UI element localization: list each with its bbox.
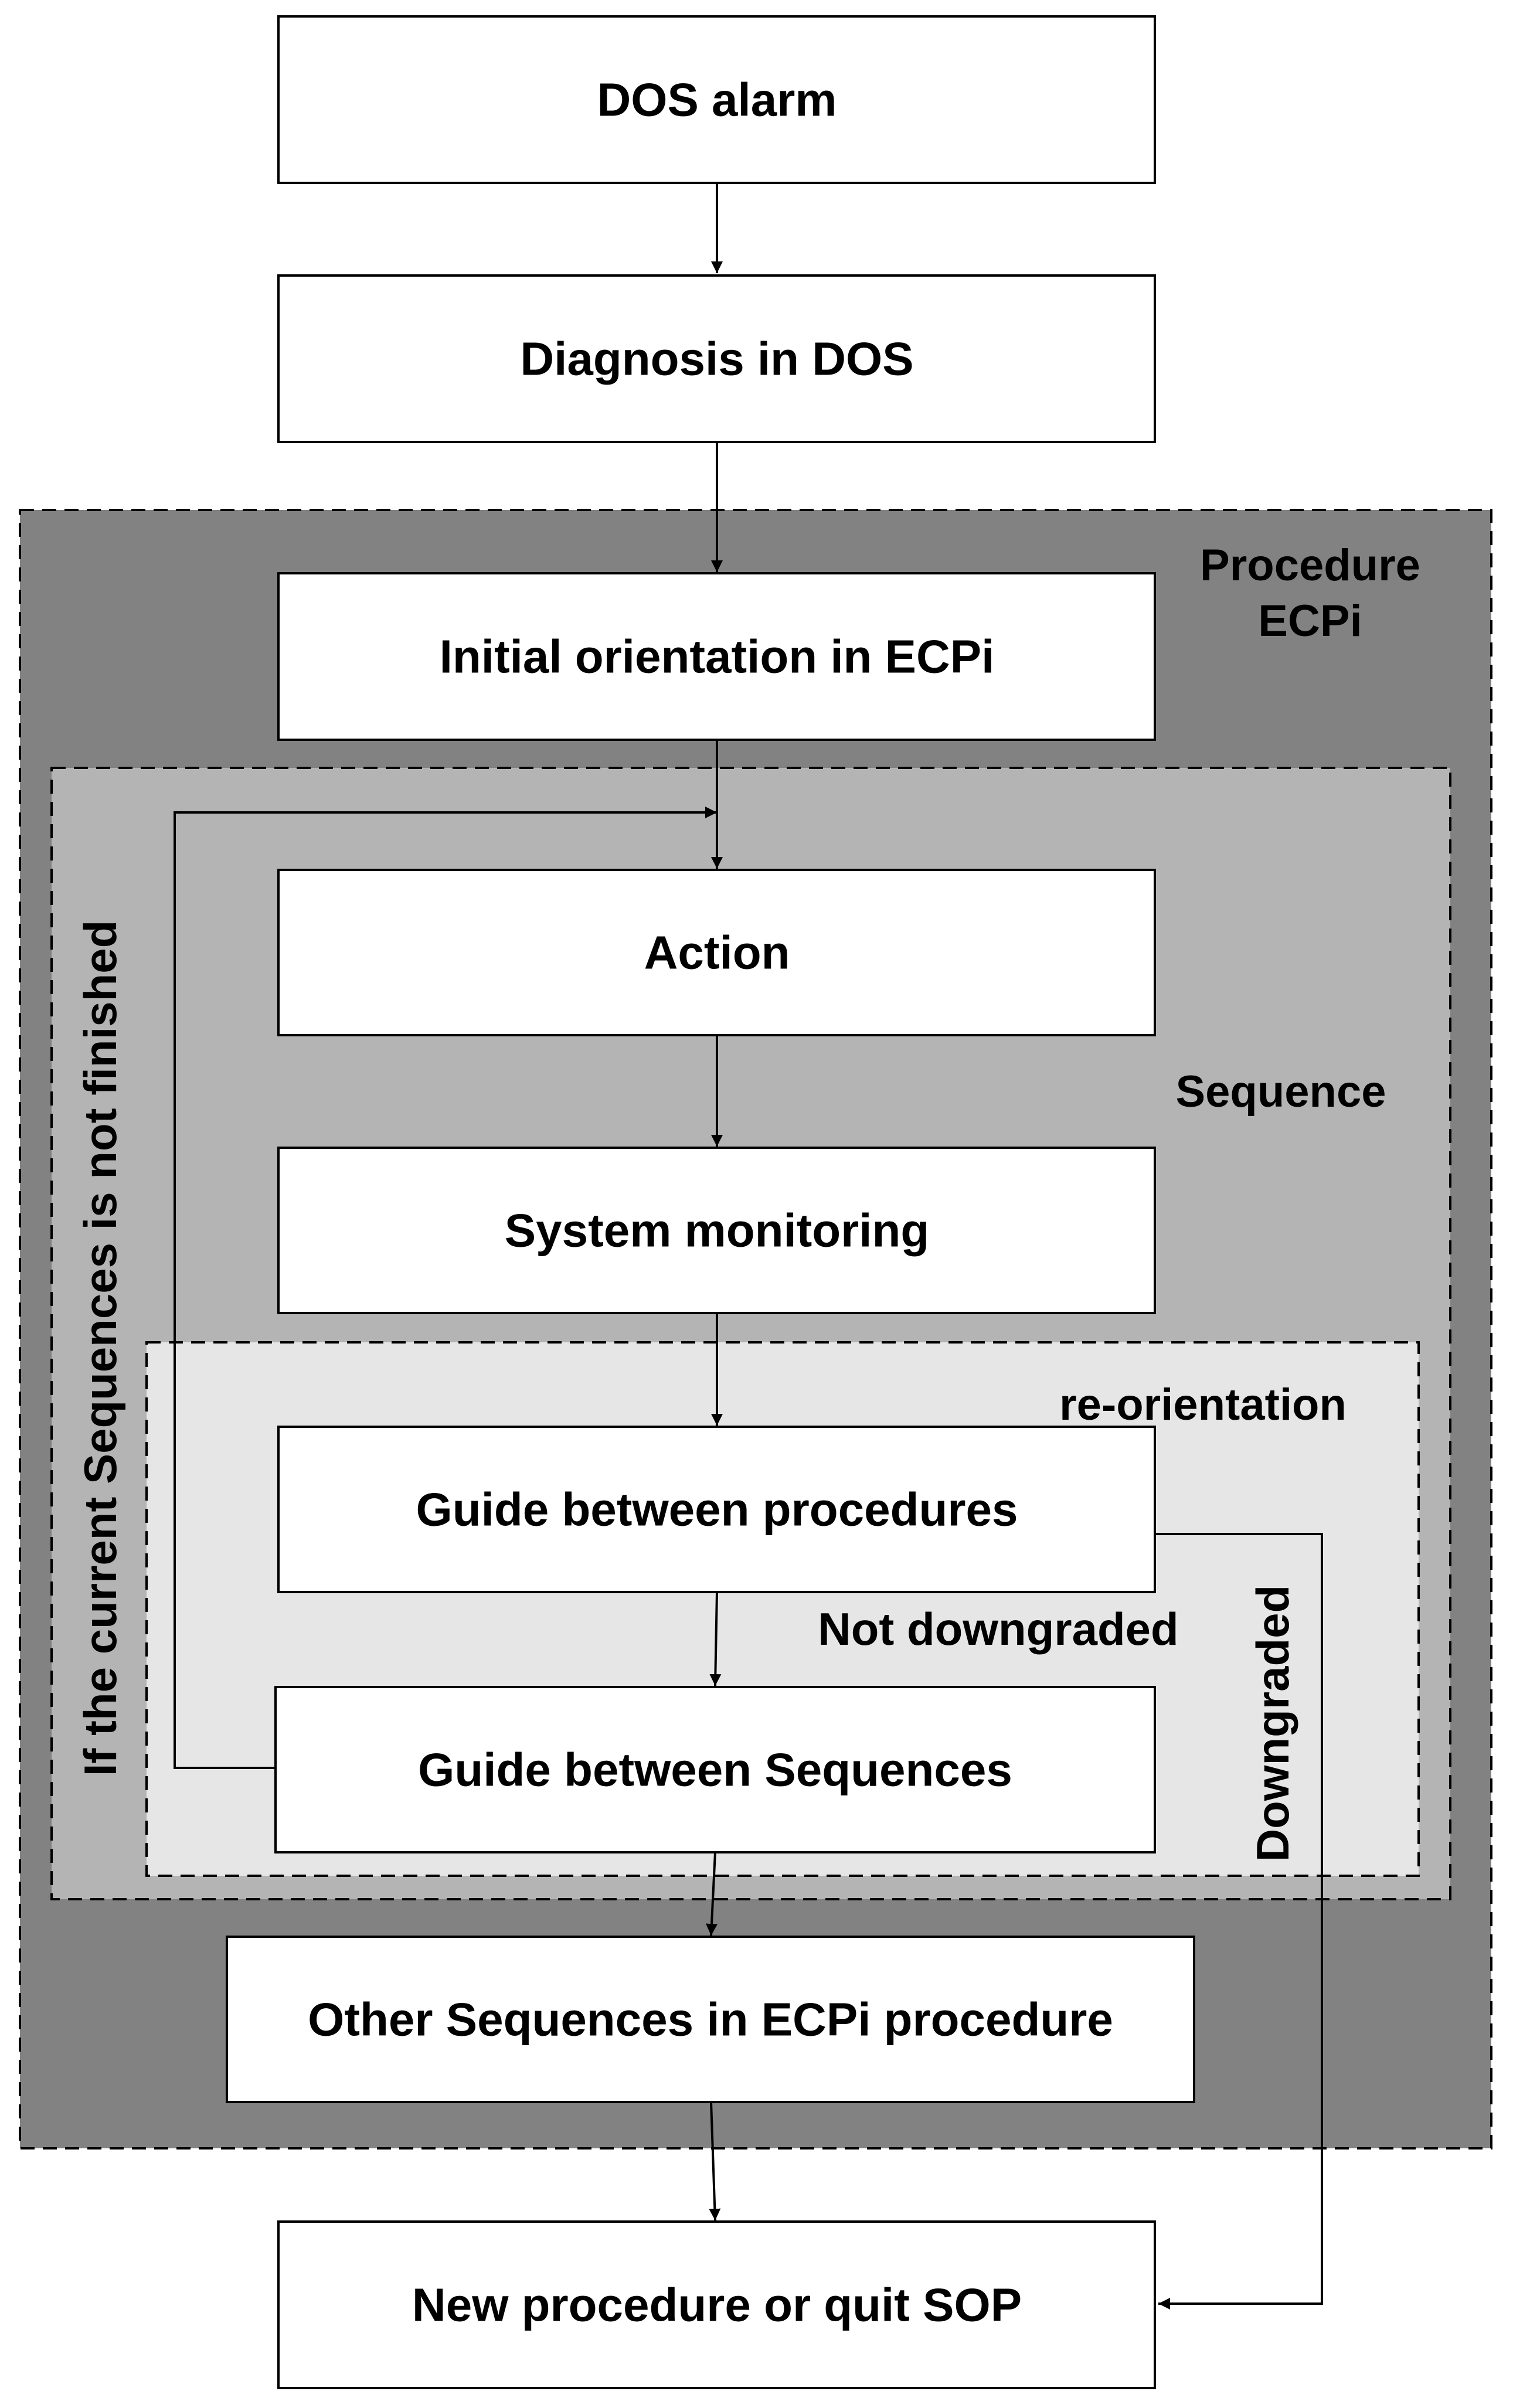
initial-orientation-label: Initial orientation in ECPi: [440, 631, 995, 683]
other-sequences-box: [226, 1936, 1195, 2103]
initial-orientation-box: [277, 572, 1156, 741]
edge-loop-back-to-action: [174, 807, 717, 1769]
guide-procedures-label: Guide between procedures: [416, 1484, 1018, 1536]
dos-alarm-box: [277, 15, 1156, 184]
other-sequences-label: Other Sequences in ECPi procedure: [308, 1994, 1113, 2046]
action-label: Action: [644, 927, 790, 979]
diagnosis-box: [277, 274, 1156, 443]
guide-sequences-label: Guide between Sequences: [418, 1744, 1012, 1796]
guide-procedures-box: [277, 1426, 1156, 1593]
action-box: [277, 869, 1156, 1036]
procedure-region-label: Procedure: [1200, 540, 1420, 590]
new-procedure-label: New procedure or quit SOP: [412, 2279, 1022, 2331]
dos-alarm-label: DOS alarm: [597, 74, 837, 126]
edge-downgraded-to-new-procedure: [1155, 1533, 1323, 2310]
edge-guide-sequences-to-other: [705, 1852, 718, 1936]
diagnosis-label: Diagnosis in DOS: [520, 333, 913, 385]
reorientation-region-label: re-orientation: [1059, 1380, 1347, 1430]
edge-guide-procedures-to-guide-sequences: [709, 1591, 722, 1686]
edge-other-to-new-procedure: [709, 2101, 721, 2221]
procedure-region-label-ecpi: ECPi: [1258, 596, 1362, 646]
not-downgraded-label: Not downgraded: [818, 1603, 1178, 1655]
loop-condition-label: If the current Sequences is not finished: [74, 920, 126, 1777]
downgraded-label: Downgraded: [1247, 1585, 1298, 1862]
sequence-region-label: Sequence: [1175, 1067, 1386, 1117]
guide-sequences-box: [274, 1686, 1156, 1853]
new-procedure-box: [277, 2220, 1156, 2389]
system-monitoring-label: System monitoring: [505, 1205, 930, 1257]
system-monitoring-box: [277, 1147, 1156, 1314]
